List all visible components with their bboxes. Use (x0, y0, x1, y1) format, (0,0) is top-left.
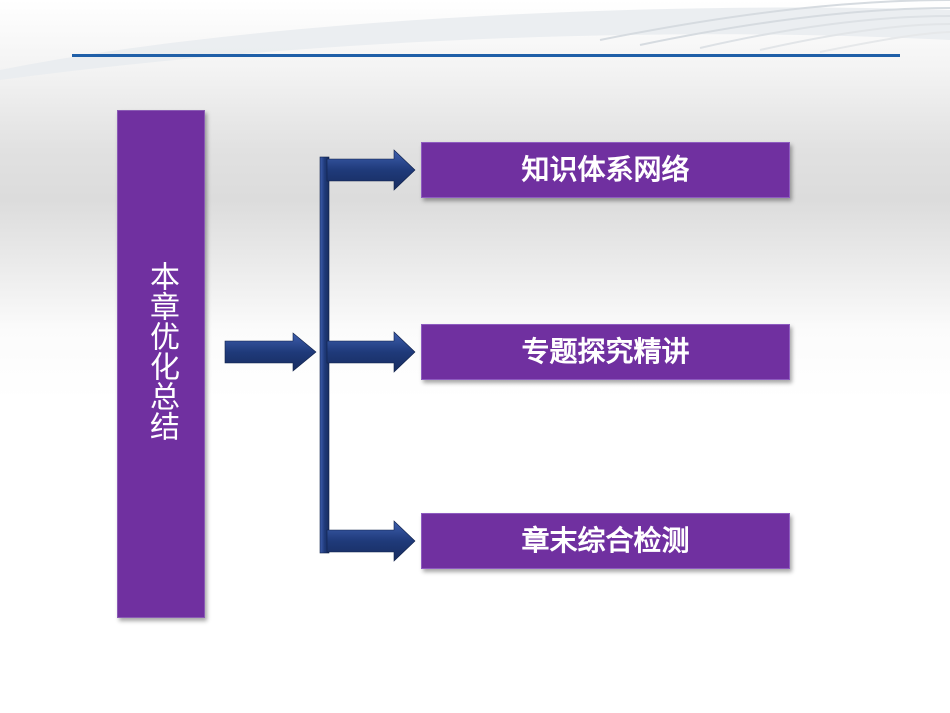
item-box-knowledge-network[interactable]: 知识体系网络 (421, 142, 790, 198)
root-node-label: 本章优化总结 (144, 261, 179, 441)
branch-arrow-2 (326, 331, 416, 373)
root-arrow (224, 332, 317, 372)
header-swoosh-decoration (0, 0, 950, 80)
item-label: 知识体系网络 (521, 153, 690, 186)
root-node-box[interactable]: 本章优化总结 (117, 110, 205, 618)
item-label: 章末综合检测 (521, 524, 690, 557)
item-box-chapter-test[interactable]: 章末综合检测 (421, 513, 790, 569)
branch-arrow-3 (326, 520, 416, 562)
item-label: 专题探究精讲 (521, 335, 690, 368)
header-rule (72, 54, 900, 57)
item-box-topic-exploration[interactable]: 专题探究精讲 (421, 324, 790, 380)
branch-arrow-1 (326, 149, 416, 191)
